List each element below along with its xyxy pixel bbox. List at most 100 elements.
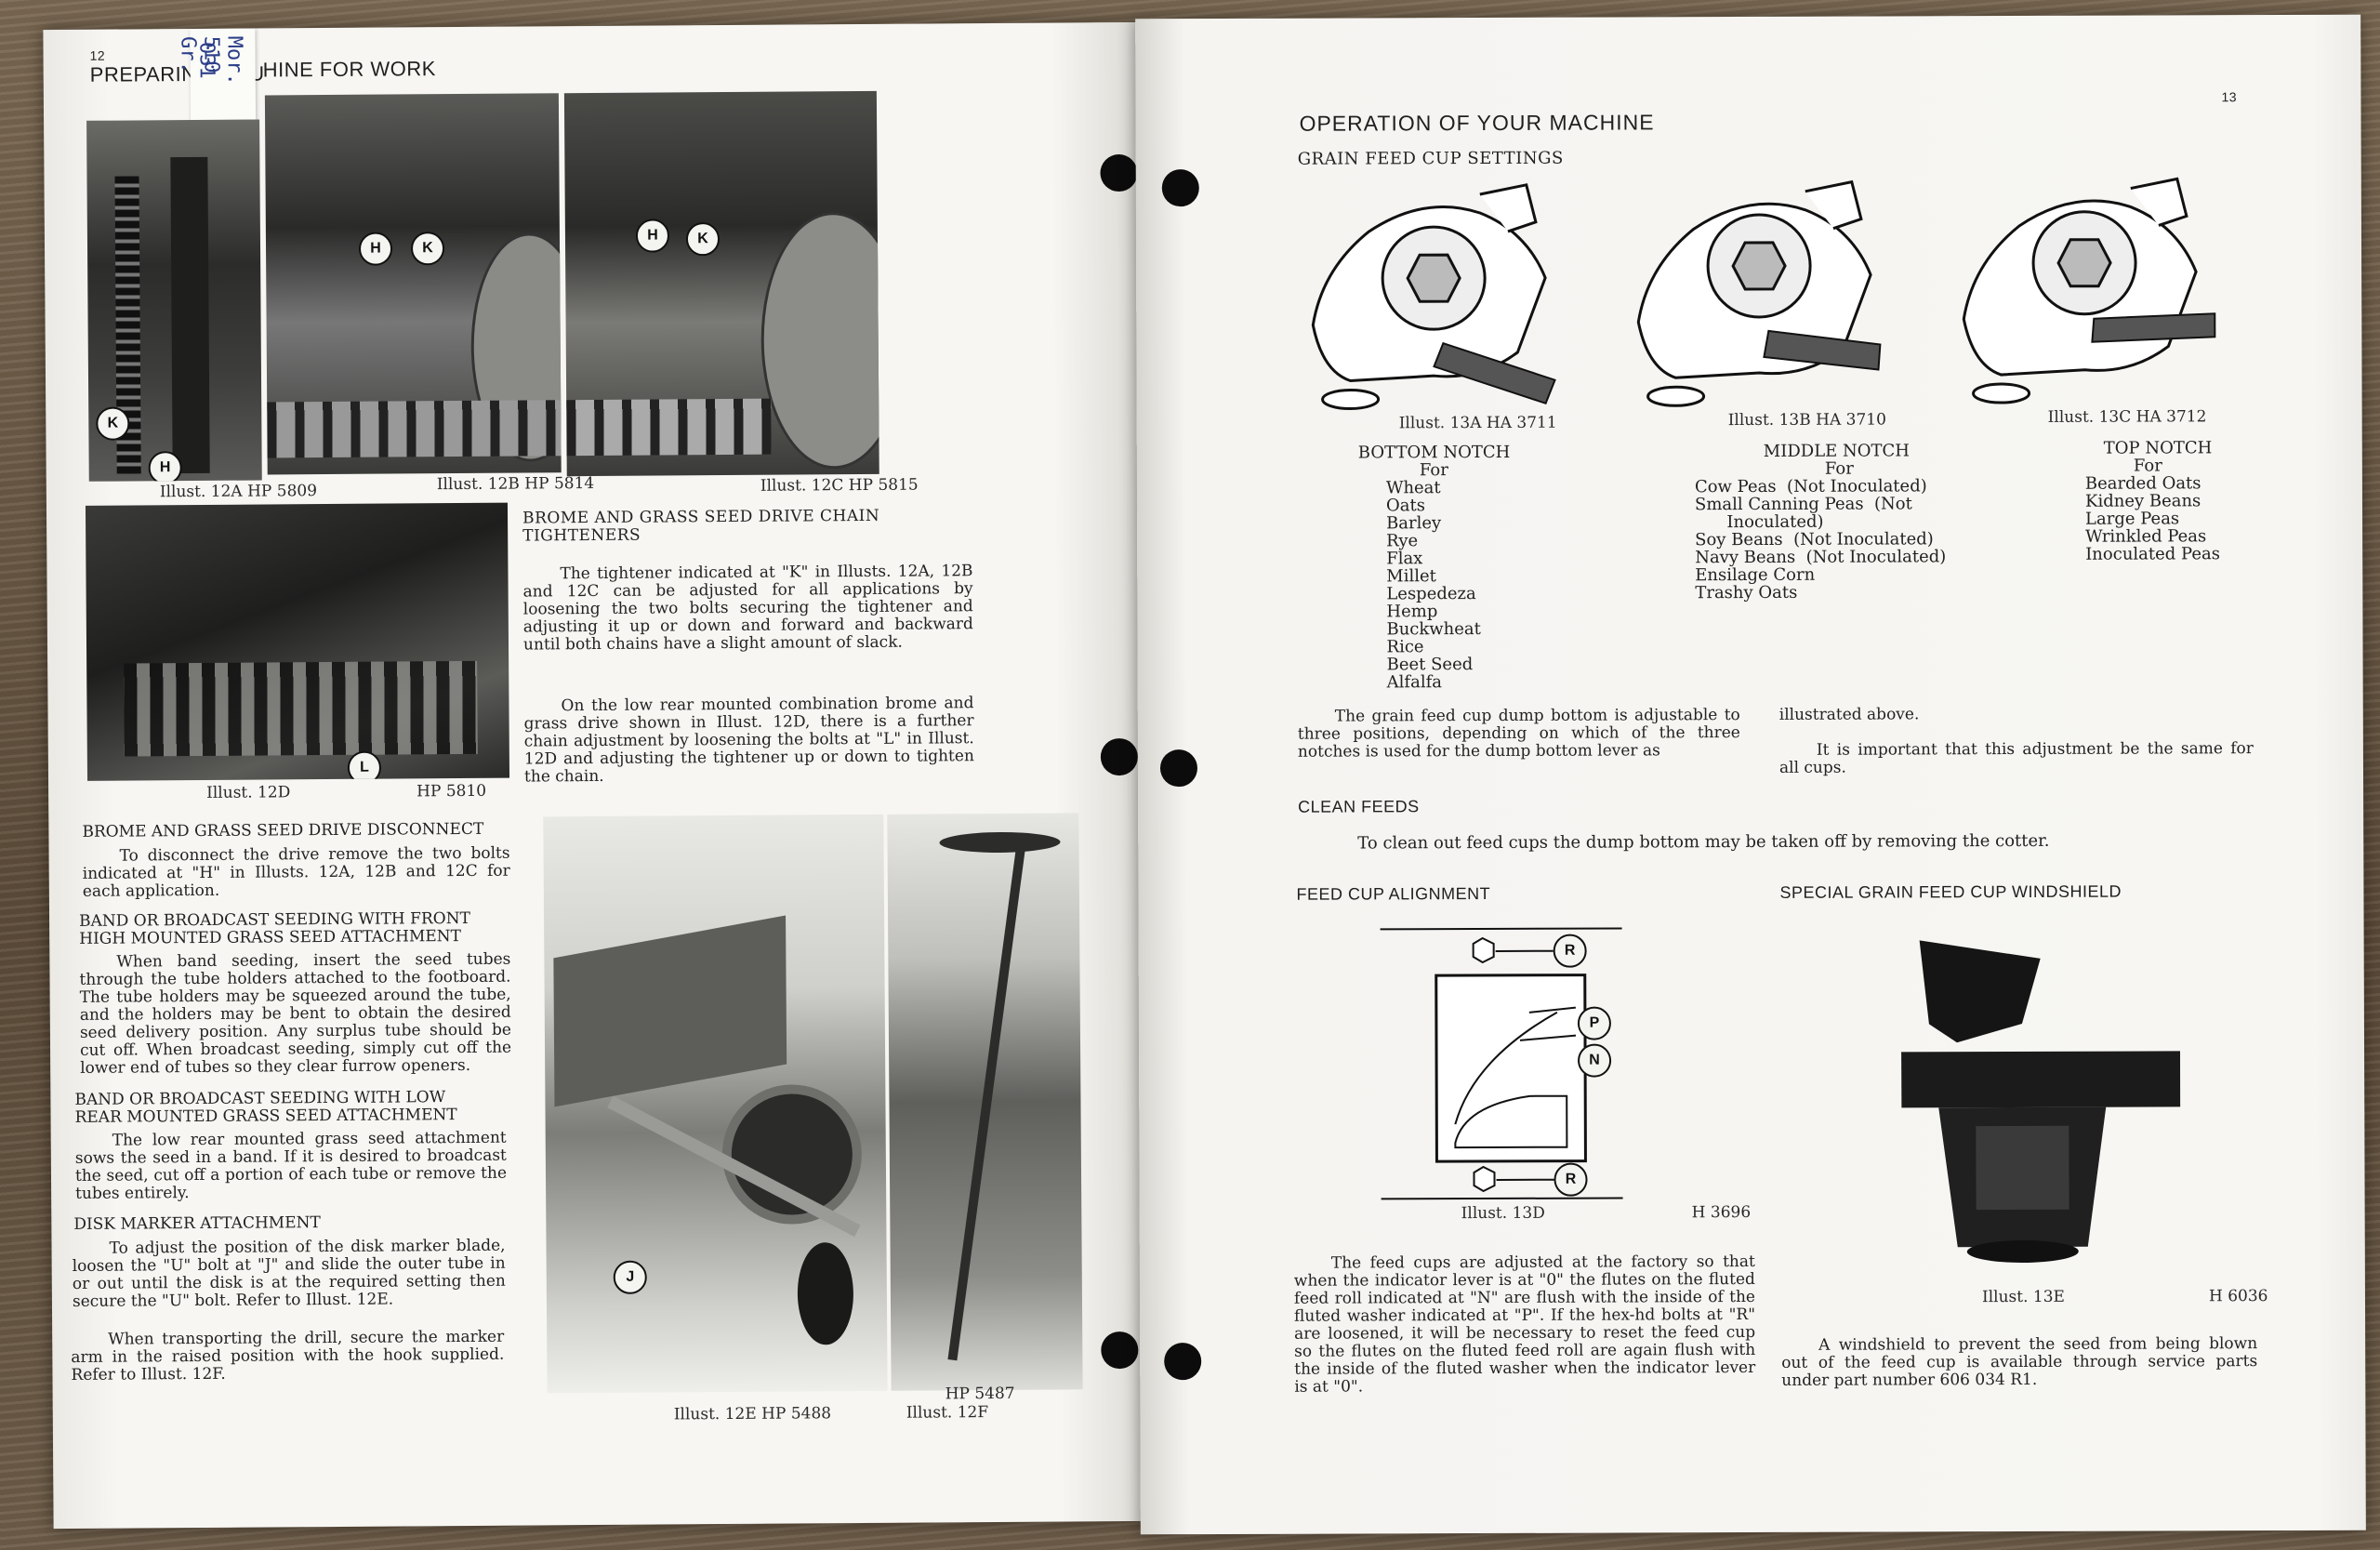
notch-item: Large Peas <box>2085 509 2180 529</box>
windshield-photo-13e <box>1901 940 2181 1263</box>
notch-item: Inoculated) <box>1695 511 1824 533</box>
binder-hole-top <box>1100 153 1138 192</box>
caption-12a: Illust. 12A HP 5809 <box>159 482 318 502</box>
caption-13b: Illust. 13B HA 3710 <box>1727 410 1886 431</box>
section-title-windshield: SPECIAL GRAIN FEED CUP WINDSHIELD <box>1779 881 2122 902</box>
section-title-feed-cup-alignment: FEED CUP ALIGNMENT <box>1296 883 1491 904</box>
notch-item: Trashy Oats <box>1695 582 1798 603</box>
paragraph-drive-disconnect: To disconnect the drive remove the two b… <box>82 843 510 901</box>
middle-notch-items: Cow Peas (Not Inoculated)Small Canning P… <box>1694 476 1947 603</box>
callout-n: N <box>1578 1043 1612 1078</box>
notch-item: Wrinkled Peas <box>2085 526 2207 547</box>
left-page: 12 PREPARING YOU Mor. 510 Gr. 031 HINE F… <box>43 21 1149 1530</box>
callout-j: J <box>613 1260 647 1294</box>
notch-item: Soy Beans (Not Inoculated) <box>1695 529 1934 550</box>
subheader-feed-cup-settings: GRAIN FEED CUP SETTINGS <box>1297 148 1564 169</box>
handwritten-code: 031 <box>194 41 218 79</box>
binder-hole-bottom <box>1164 1343 1202 1381</box>
notch-item: Oats <box>1385 496 1425 516</box>
caption-12b: Illust. 12B HP 5814 <box>436 474 595 495</box>
middle-notch-title: MIDDLE NOTCH <box>1763 441 1911 461</box>
binder-hole-bottom <box>1101 1331 1139 1370</box>
photo-12f <box>887 813 1083 1391</box>
right-page: 13 OPERATION OF YOUR MACHINE GRAIN FEED … <box>1135 14 2366 1535</box>
callout-k: K <box>96 406 130 441</box>
feed-cup-alignment-diagram-13d <box>1380 927 1623 1200</box>
paragraph-chain-tighteners-1: The tightener indicated at "K" in Illust… <box>522 562 973 655</box>
caption-12c: Illust. 12C HP 5815 <box>760 475 919 496</box>
callout-h: H <box>635 219 670 253</box>
photo-12b: H K <box>264 93 562 475</box>
photo-12e: J <box>543 814 888 1394</box>
paragraph-low-rear-mounted: The low rear mounted grass seed attachme… <box>74 1128 508 1203</box>
notch-item: Inoculated Peas <box>2085 544 2220 564</box>
notch-item: Barley <box>1386 513 1442 534</box>
paragraph-same-adjustment: It is important that this adjustment be … <box>1778 739 2254 777</box>
section-title-front-high-mounted: BAND OR BROADCAST SEEDING WITH FRONT HIG… <box>79 908 470 948</box>
caption-13c: Illust. 13C HA 3712 <box>2047 407 2207 427</box>
caption-13d: Illust. 13D <box>1461 1203 1545 1224</box>
bottom-notch-for: For <box>1419 460 1448 481</box>
notch-item: Hemp <box>1386 602 1438 622</box>
section-title-disk-marker: DISK MARKER ATTACHMENT <box>73 1213 321 1234</box>
caption-12d-code: HP 5810 <box>416 781 487 801</box>
callout-k: K <box>410 232 445 266</box>
middle-notch-list: MIDDLE NOTCH For Cow Peas (Not Inoculate… <box>1694 441 1947 603</box>
callout-h: H <box>358 232 393 266</box>
notch-item: Wheat <box>1385 478 1441 498</box>
notch-item: Beet Seed <box>1386 655 1474 675</box>
notch-item: Millet <box>1386 566 1436 587</box>
paragraph-feed-cup-alignment: The feed cups are adjusted at the factor… <box>1293 1252 1756 1397</box>
top-notch-for: For <box>2133 456 2162 476</box>
caption-12f-code: HP 5487 <box>945 1384 1015 1404</box>
page-header: OPERATION OF YOUR MACHINE <box>1299 110 1655 136</box>
caption-12d: Illust. 12D <box>206 783 291 802</box>
notch-item: Ensilage Corn <box>1695 564 1816 586</box>
notch-item: Small Canning Peas (Not <box>1694 494 1912 515</box>
paragraph-front-high-mounted: When band seeding, insert the seed tubes… <box>79 949 512 1078</box>
binder-hole-middle <box>1159 749 1198 788</box>
section-title-chain-tighteners: BROME AND GRASS SEED DRIVE CHAIN TIGHTEN… <box>522 506 880 546</box>
callout-r-top: R <box>1553 934 1587 968</box>
caption-13e-code: H 6036 <box>2208 1287 2268 1306</box>
notch-item: Kidney Beans <box>2084 491 2202 511</box>
feed-cup-drawing-13a <box>1311 183 1556 411</box>
feed-cup-drawing-13c <box>1962 177 2216 404</box>
feed-cup-drawing-13b <box>1636 179 1882 407</box>
caption-13e: Illust. 13E <box>1981 1287 2065 1307</box>
caption-13d-code: H 3696 <box>1691 1203 1752 1223</box>
notch-item: Buckwheat <box>1386 619 1481 640</box>
top-notch-title: TOP NOTCH <box>2103 438 2213 458</box>
section-title-low-rear-mounted: BAND OR BROADCAST SEEDING WITH LOW REAR … <box>74 1088 457 1127</box>
notch-item: Navy Beans (Not Inoculated) <box>1695 547 1947 568</box>
callout-p: P <box>1577 1006 1611 1040</box>
caption-12e: Illust. 12E HP 5488 <box>673 1404 832 1424</box>
bottom-notch-title: BOTTOM NOTCH <box>1357 442 1511 463</box>
page-header-tail: HINE FOR WORK <box>262 57 436 82</box>
photo-12d: L <box>85 502 510 781</box>
notch-item: Flax <box>1386 549 1423 569</box>
photo-12a: K H <box>86 119 262 482</box>
callout-l: L <box>347 750 382 781</box>
paragraph-disk-marker-2: When transporting the drill, secure the … <box>71 1327 505 1384</box>
caption-12f: Illust. 12F <box>906 1403 989 1423</box>
notch-item: Bearded Oats <box>2084 473 2202 494</box>
notch-item: Cow Peas (Not Inoculated) <box>1694 476 1927 497</box>
paragraph-windshield: A windshield to prevent the seed from be… <box>1781 1334 2258 1390</box>
page-number: 13 <box>2221 89 2238 105</box>
callout-h: H <box>148 451 182 482</box>
paragraph-disk-marker-1: To adjust the position of the disk marke… <box>72 1236 506 1311</box>
notch-item: Rice <box>1386 637 1424 657</box>
middle-notch-for: For <box>1824 458 1854 479</box>
paragraph-chain-tighteners-2: On the low rear mounted combination brom… <box>523 694 974 787</box>
binder-hole-middle <box>1100 737 1139 776</box>
paragraph-dump-bottom: The grain feed cup dump bottom is adjust… <box>1297 706 1740 762</box>
photo-12c: H K <box>563 90 879 477</box>
section-title-drive-disconnect: BROME AND GRASS SEED DRIVE DISCONNECT <box>82 819 484 841</box>
section-title-clean-feeds: CLEAN FEEDS <box>1298 797 1420 816</box>
binder-hole-top <box>1161 169 1199 207</box>
